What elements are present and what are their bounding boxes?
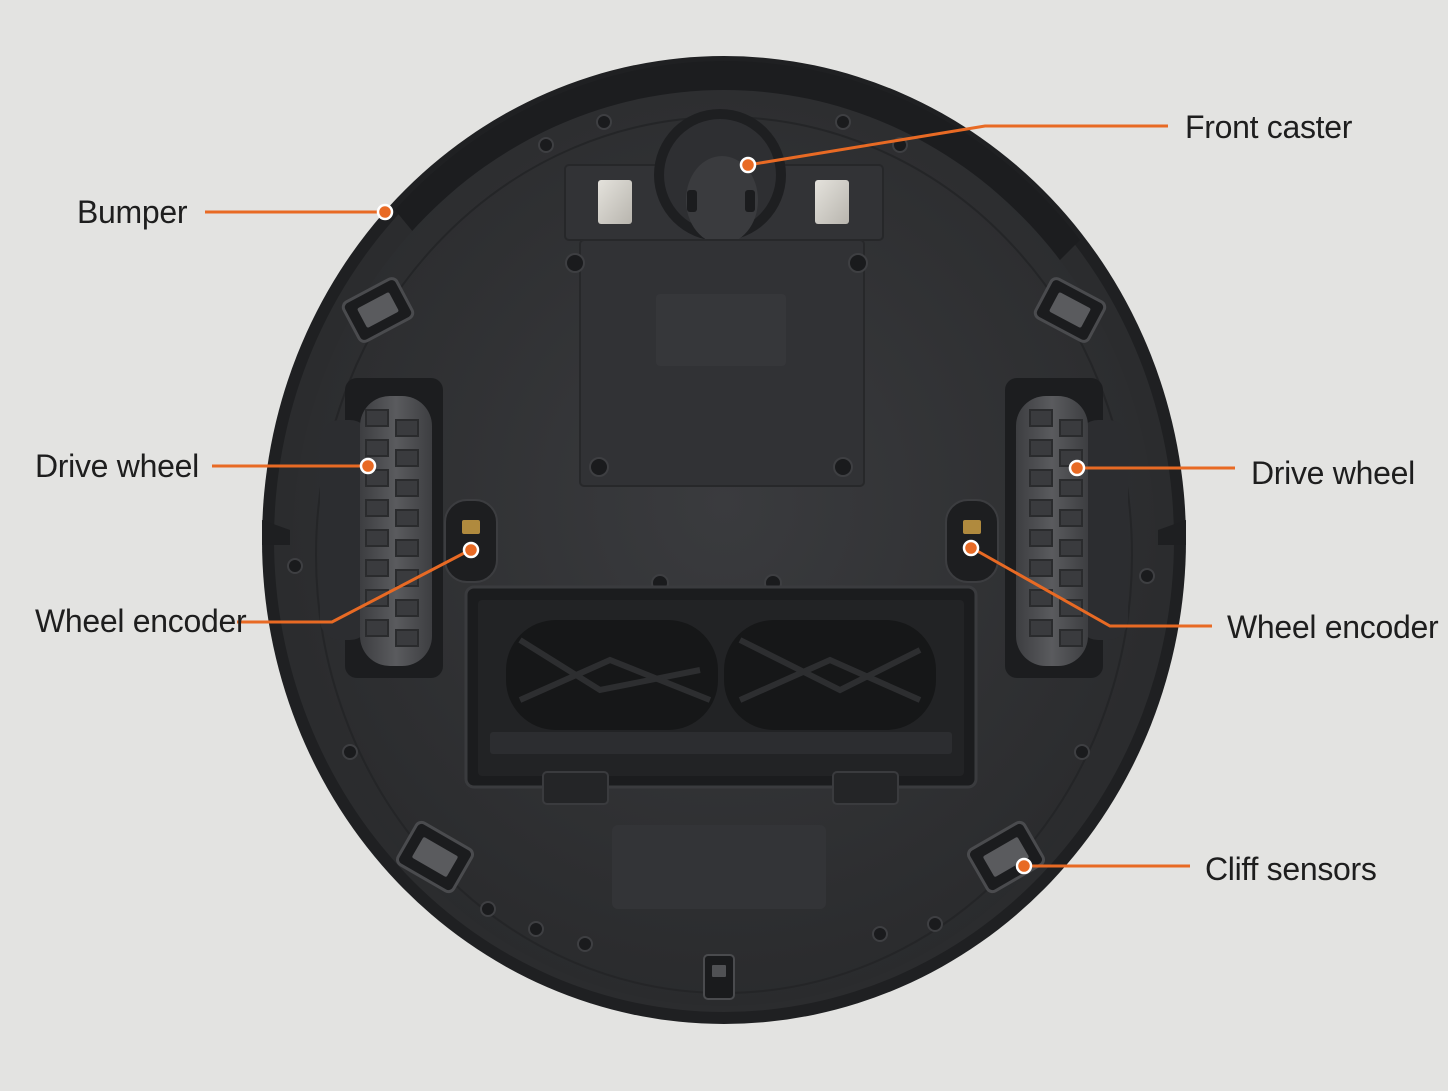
leader-wheel-encoder-left — [237, 548, 471, 624]
center-panel — [579, 239, 865, 487]
upper-sensor-windows — [341, 277, 1107, 343]
callout-leaders — [205, 124, 1235, 868]
lower-sensor-windows — [395, 820, 1046, 894]
dot-bumper — [376, 203, 394, 221]
dot-cliff-sensors — [1015, 857, 1033, 875]
label-bumper: Bumper — [77, 194, 188, 230]
lower-details — [612, 825, 826, 1000]
leader-wheel-encoder-right — [971, 546, 1212, 628]
left-drive-wheel — [320, 378, 443, 678]
dot-drive-wheel-left — [359, 457, 377, 475]
label-front-caster: Front caster — [1185, 109, 1353, 145]
main-brush-assembly — [464, 585, 978, 805]
leader-front-caster — [747, 124, 1168, 167]
screws — [287, 114, 1155, 952]
dot-front-caster — [739, 156, 757, 174]
callout-dots — [359, 156, 1086, 875]
dot-drive-wheel-right — [1068, 459, 1086, 477]
label-cliff-sensors: Cliff sensors — [1205, 851, 1377, 887]
label-wheel-encoder-right: Wheel encoder — [1227, 609, 1439, 645]
dot-wheel-encoder-left — [462, 541, 480, 559]
label-wheel-encoder-left: Wheel encoder — [35, 603, 247, 639]
label-drive-wheel-left: Drive wheel — [35, 448, 199, 484]
label-drive-wheel-right: Drive wheel — [1251, 455, 1415, 491]
right-drive-wheel — [1005, 378, 1128, 678]
dot-wheel-encoder-right — [962, 539, 980, 557]
